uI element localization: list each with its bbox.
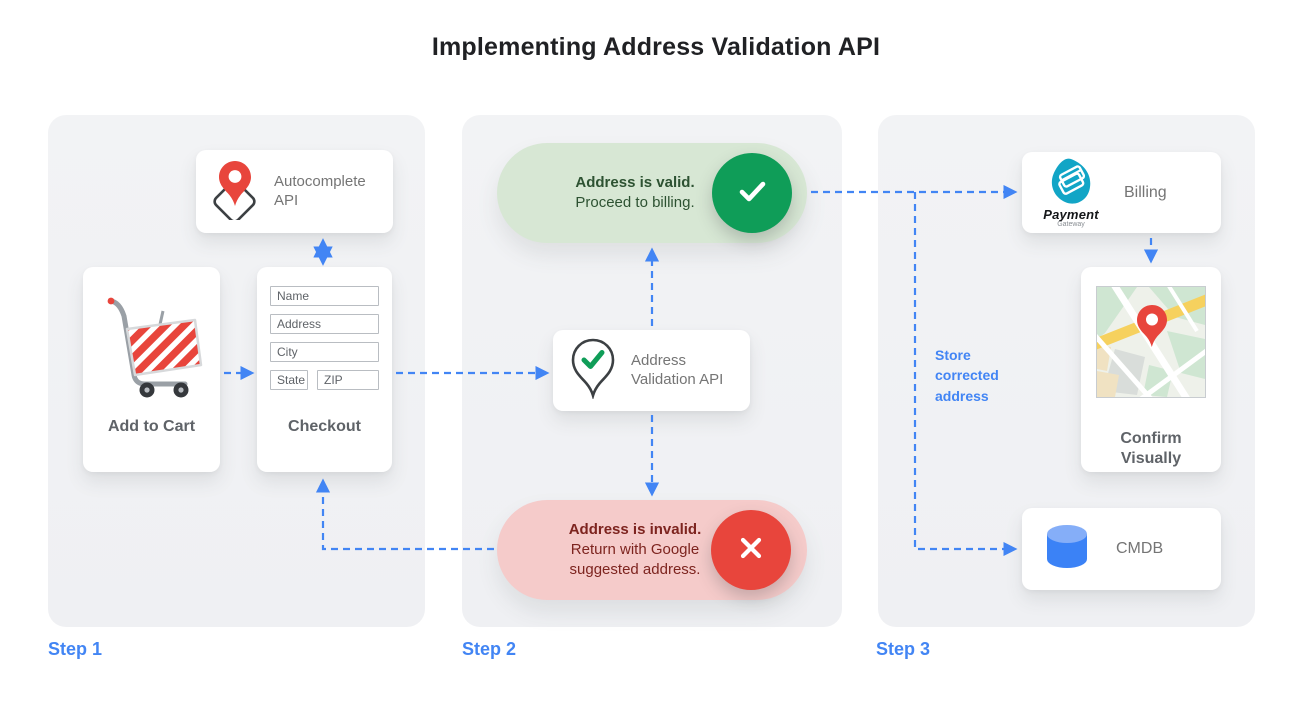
address-validation-api-label: Address Validation API <box>631 351 724 388</box>
state-field[interactable]: State <box>270 370 308 390</box>
address-valid-subtitle: Proceed to billing. <box>575 194 695 211</box>
confirm-visually-card: Confirm Visually <box>1081 267 1221 472</box>
payment-logo-subtitle: Gateway <box>1057 221 1085 228</box>
page-title: Implementing Address Validation API <box>431 33 881 61</box>
address-invalid-subtitle: Return with Google suggested address. <box>569 540 701 579</box>
payment-gateway-logo-icon: Payment Gateway <box>1040 157 1102 228</box>
store-corrected-address-note: Store corrected address <box>935 347 999 404</box>
valid-check-badge <box>712 153 792 233</box>
shopping-cart-icon <box>97 289 207 406</box>
x-icon <box>733 530 769 571</box>
confirm-visually-label: Confirm Visually <box>1120 430 1182 467</box>
add-to-cart-label: Add to Cart <box>107 418 196 435</box>
checkout-card: Name Address City State ZIP Checkout <box>257 267 392 472</box>
step2-label: Step 2 <box>462 639 517 659</box>
name-field[interactable]: Name <box>270 286 379 306</box>
step2-panel: Address is valid. Proceed to billing. Ad… <box>462 115 842 627</box>
billing-card: Payment Gateway Billing <box>1022 152 1221 233</box>
map-preview-image <box>1096 286 1206 398</box>
city-field[interactable]: City <box>270 342 379 362</box>
checkmark-icon <box>732 171 772 216</box>
add-to-cart-card: Add to Cart <box>83 267 220 472</box>
step1-panel: Autocomplete API <box>48 115 425 627</box>
step3-label: Step 3 <box>876 639 931 659</box>
autocomplete-api-card: Autocomplete API <box>196 150 393 233</box>
cmdb-card: CMDB <box>1022 508 1221 590</box>
autocomplete-pin-icon <box>208 158 262 225</box>
database-icon <box>1044 523 1090 576</box>
address-invalid-title: Address is invalid. <box>568 520 702 538</box>
validation-pin-icon <box>569 337 617 404</box>
step1-label: Step 1 <box>48 639 103 659</box>
autocomplete-api-label: Autocomplete API <box>274 172 366 209</box>
address-invalid-text: Address is invalid. Return with Google s… <box>535 500 735 600</box>
checkout-label: Checkout <box>288 418 361 435</box>
payment-logo-title: Payment <box>1043 207 1099 222</box>
zip-field[interactable]: ZIP <box>317 370 379 390</box>
cmdb-label: CMDB <box>1116 540 1164 557</box>
address-field[interactable]: Address <box>270 314 379 334</box>
address-validation-api-card: Address Validation API <box>553 330 750 411</box>
invalid-x-badge <box>711 510 791 590</box>
address-valid-text: Address is valid. Proceed to billing. <box>535 143 735 243</box>
step3-panel: Payment Gateway Billing <box>878 115 1255 627</box>
address-invalid-pill: Address is invalid. Return with Google s… <box>497 500 807 600</box>
address-valid-title: Address is valid. <box>575 173 695 191</box>
billing-label: Billing <box>1124 183 1167 201</box>
address-valid-pill: Address is valid. Proceed to billing. <box>497 143 807 243</box>
